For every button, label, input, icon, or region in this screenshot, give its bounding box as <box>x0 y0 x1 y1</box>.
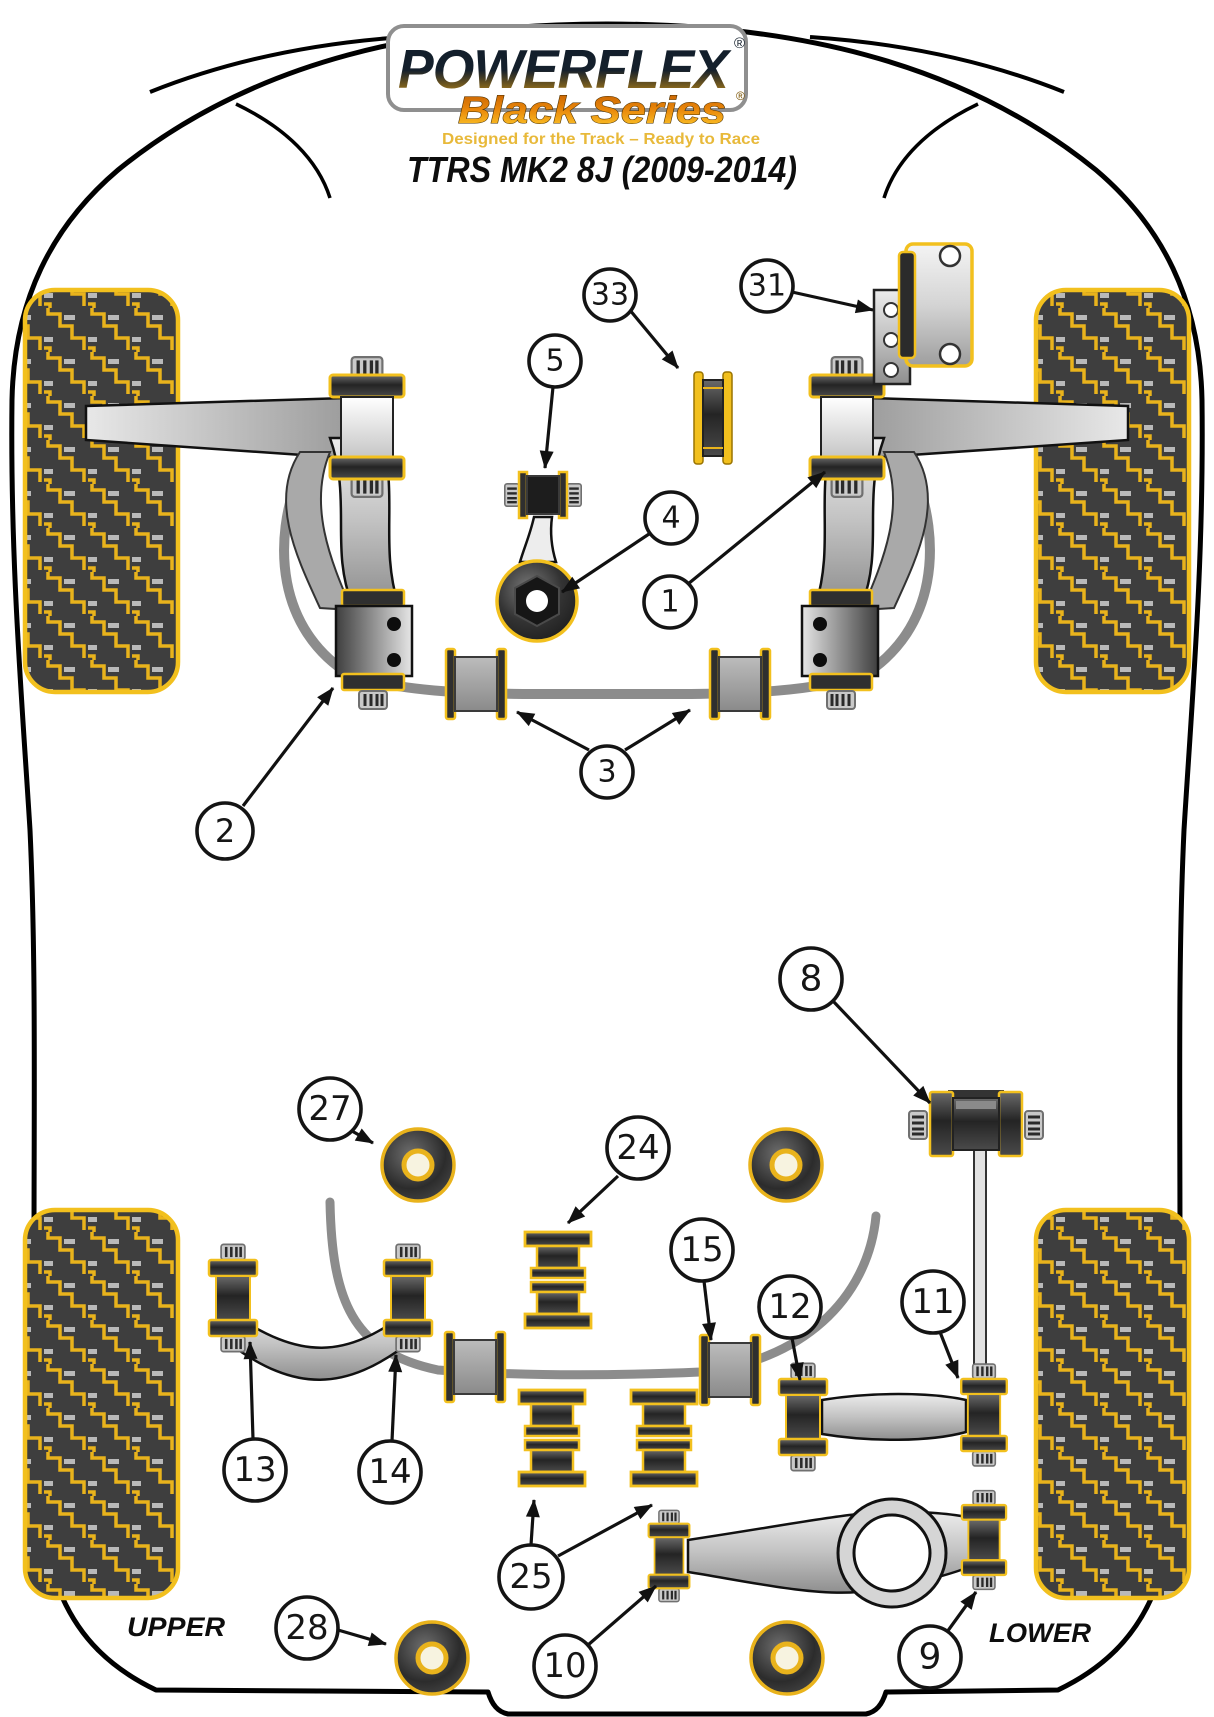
arrow-3a <box>516 710 590 752</box>
callout-33: 33 <box>582 267 638 323</box>
part-8-bushing <box>907 1090 1045 1158</box>
svg-text:14: 14 <box>368 1452 411 1492</box>
arrow-27 <box>351 1128 374 1145</box>
powerflex-logo: POWERFLEX ® Black Series ® Designed for … <box>386 24 760 148</box>
rear-arb-bushing-left <box>443 1330 507 1404</box>
svg-text:31: 31 <box>748 269 786 304</box>
svg-text:1: 1 <box>660 585 679 620</box>
callout-28: 28 <box>274 1595 340 1661</box>
headlight-crease-right <box>809 35 1065 94</box>
svg-text:28: 28 <box>285 1608 328 1648</box>
svg-text:15: 15 <box>680 1230 723 1270</box>
callouts: 33 31 5 4 1 2 3 8 <box>195 258 966 1699</box>
rear-anti-roll-bar <box>325 1197 881 1380</box>
donut-bushing-28 <box>396 1622 468 1694</box>
svg-text:11: 11 <box>911 1282 954 1322</box>
svg-text:24: 24 <box>616 1128 659 1168</box>
rear-arb-bushing-right <box>698 1333 762 1407</box>
arrow-12 <box>789 1337 804 1381</box>
windshield-corner-right <box>882 102 979 199</box>
logo-tagline: Designed for the Track – Ready to Race <box>442 131 760 148</box>
svg-text:33: 33 <box>591 278 629 313</box>
callout-5: 5 <box>527 333 583 389</box>
arrow-14 <box>388 1354 403 1442</box>
brand-registered-mark: ® <box>734 35 745 52</box>
engine-mount-31 <box>872 242 974 386</box>
arrow-8 <box>831 999 932 1105</box>
front-anti-roll-bar <box>279 467 935 700</box>
arrow-2 <box>241 687 335 807</box>
callout-27: 27 <box>297 1076 363 1142</box>
upper-label: UPPER <box>127 1612 226 1642</box>
callout-arrows <box>241 290 978 1647</box>
callout-24: 24 <box>605 1115 671 1181</box>
arrow-10 <box>586 1584 658 1647</box>
svg-text:4: 4 <box>661 501 680 536</box>
arrow-25b <box>557 1503 653 1558</box>
arrow-31 <box>791 290 874 314</box>
callout-3: 3 <box>579 744 635 800</box>
arrow-33 <box>627 307 680 370</box>
front-right-tire <box>1033 287 1192 695</box>
front-left-tire <box>22 287 181 695</box>
front-arb-bushing-right <box>708 647 772 721</box>
svg-text:8: 8 <box>800 959 823 1000</box>
callout-1: 1 <box>642 574 698 630</box>
page-title: TTRS MK2 8J (2009-2014) <box>407 149 797 190</box>
callout-15: 15 <box>669 1217 735 1283</box>
callout-25: 25 <box>497 1543 565 1611</box>
brand-wordmark: POWERFLEX <box>398 38 732 100</box>
callout-11: 11 <box>900 1269 966 1335</box>
arrow-3b <box>624 708 691 752</box>
donut-bushing-27 <box>382 1129 454 1201</box>
arrow-9 <box>945 1591 978 1633</box>
front-arb-bushing-left <box>444 647 508 721</box>
donut-bushing-bottom-right <box>751 1622 823 1694</box>
rear-lower-arm <box>649 1491 1006 1609</box>
svg-text:5: 5 <box>545 344 564 379</box>
svg-text:27: 27 <box>308 1089 351 1129</box>
callout-14: 14 <box>357 1439 423 1505</box>
rear-upper-arm <box>209 1244 432 1381</box>
callout-2: 2 <box>195 801 255 861</box>
arrow-1 <box>686 470 827 586</box>
arrow-24 <box>566 1174 620 1225</box>
arrow-4 <box>561 530 653 594</box>
callout-4: 4 <box>643 490 699 546</box>
svg-text:2: 2 <box>215 812 235 850</box>
series-registered-mark: ® <box>736 89 745 103</box>
svg-text:10: 10 <box>543 1646 586 1686</box>
svg-text:13: 13 <box>233 1450 276 1490</box>
arrow-15 <box>702 1280 716 1341</box>
part-33-bushing <box>693 371 733 465</box>
arrow-28 <box>337 1628 387 1646</box>
rear-left-tire <box>22 1207 181 1601</box>
svg-text:3: 3 <box>597 755 616 790</box>
donut-bushing-top-right <box>750 1129 822 1201</box>
callout-8: 8 <box>778 946 844 1012</box>
arrow-11 <box>938 1331 960 1379</box>
svg-text:12: 12 <box>768 1287 811 1327</box>
svg-text:9: 9 <box>919 1637 942 1678</box>
windshield-corner-left <box>235 102 332 199</box>
callout-9: 9 <box>897 1624 963 1690</box>
series-wordmark: Black Series <box>458 90 726 132</box>
callout-13: 13 <box>222 1437 288 1503</box>
callout-31: 31 <box>739 258 795 314</box>
callout-12: 12 <box>757 1274 823 1340</box>
arrow-25a <box>525 1499 540 1546</box>
callout-10: 10 <box>532 1633 598 1699</box>
rear-tie-bar <box>779 1363 1007 1470</box>
dogbone-mount <box>495 470 583 643</box>
rear-right-tire <box>1033 1207 1192 1601</box>
headlight-crease-left <box>149 35 405 94</box>
drop-link <box>973 1149 987 1391</box>
lower-label: LOWER <box>989 1618 1091 1648</box>
arrow-5 <box>539 386 555 469</box>
arrow-13 <box>243 1341 258 1440</box>
svg-text:25: 25 <box>509 1557 552 1597</box>
